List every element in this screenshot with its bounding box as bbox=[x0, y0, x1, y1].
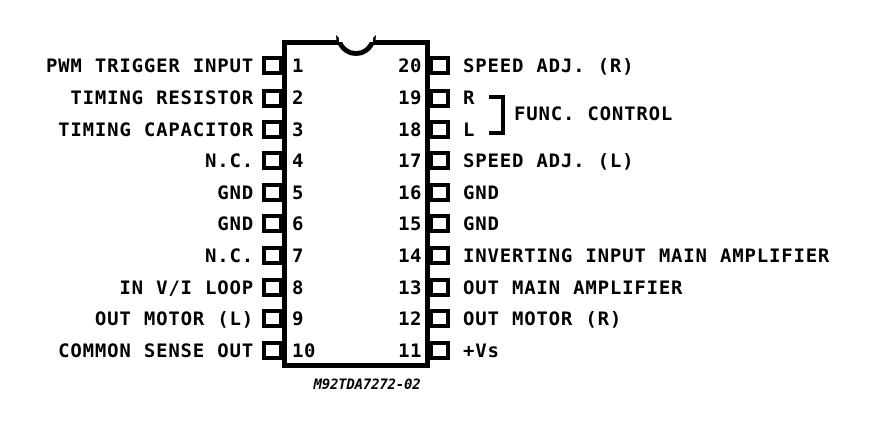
pin-label-11: +Vs bbox=[463, 340, 500, 362]
part-marking-caption: M92TDA7272-02 bbox=[313, 377, 421, 393]
pin-label-5: GND bbox=[217, 182, 254, 204]
pin-stub-16 bbox=[429, 183, 450, 202]
pin-number-16: 16 bbox=[398, 182, 422, 204]
pin-number-20: 20 bbox=[398, 55, 422, 77]
pin-stub-17 bbox=[429, 151, 450, 170]
pin-number-12: 12 bbox=[398, 308, 422, 330]
pin-stub-11 bbox=[429, 341, 450, 360]
func-control-bracket bbox=[489, 95, 505, 135]
pin-number-8: 8 bbox=[292, 277, 304, 299]
pin-label-17: SPEED ADJ. (L) bbox=[463, 150, 635, 172]
pin-label-4: N.C. bbox=[205, 150, 254, 172]
pin-number-11: 11 bbox=[398, 340, 422, 362]
pin-label-2: TIMING RESISTOR bbox=[70, 87, 254, 109]
pin-number-2: 2 bbox=[292, 87, 304, 109]
pin-label-1: PWM TRIGGER INPUT bbox=[45, 55, 254, 77]
pin-stub-4 bbox=[262, 151, 283, 170]
pin-stub-12 bbox=[429, 309, 450, 328]
pin-stub-8 bbox=[262, 278, 283, 297]
pin-label-15: GND bbox=[463, 213, 500, 235]
pin-stub-14 bbox=[429, 246, 450, 265]
chip-notch-mask bbox=[339, 33, 373, 42]
pin-number-7: 7 bbox=[292, 245, 304, 267]
pin-number-3: 3 bbox=[292, 119, 304, 141]
pin-label-7: N.C. bbox=[205, 245, 254, 267]
pin-number-14: 14 bbox=[398, 245, 422, 267]
pin-number-18: 18 bbox=[398, 119, 422, 141]
pin-number-17: 17 bbox=[398, 150, 422, 172]
pin-number-9: 9 bbox=[292, 308, 304, 330]
func-control-label: FUNC. CONTROL bbox=[514, 103, 674, 125]
pin-stub-10 bbox=[262, 341, 283, 360]
pin-label-13: OUT MAIN AMPLIFIER bbox=[463, 277, 684, 299]
pin-stub-2 bbox=[262, 89, 283, 108]
pin-number-1: 1 bbox=[292, 55, 304, 77]
pin-stub-6 bbox=[262, 214, 283, 233]
pin-label-16: GND bbox=[463, 182, 500, 204]
pin-stub-15 bbox=[429, 214, 450, 233]
pin-stub-18 bbox=[429, 120, 450, 139]
pin-stub-19 bbox=[429, 89, 450, 108]
pin-stub-3 bbox=[262, 120, 283, 139]
chip-body-outline bbox=[282, 40, 430, 368]
pin-label-9: OUT MOTOR (L) bbox=[94, 308, 254, 330]
pin-label-3: TIMING CAPACITOR bbox=[58, 119, 254, 141]
pin-stub-9 bbox=[262, 309, 283, 328]
pin-label-10: COMMON SENSE OUT bbox=[58, 340, 254, 362]
pin-number-15: 15 bbox=[398, 213, 422, 235]
pin-number-4: 4 bbox=[292, 150, 304, 172]
pin-number-13: 13 bbox=[398, 277, 422, 299]
pin-label-19: R bbox=[463, 87, 476, 109]
pin-stub-20 bbox=[429, 56, 450, 75]
pin-label-12: OUT MOTOR (R) bbox=[463, 308, 623, 330]
pin-stub-5 bbox=[262, 183, 283, 202]
pin-stub-7 bbox=[262, 246, 283, 265]
pin-label-14: INVERTING INPUT MAIN AMPLIFIER bbox=[463, 245, 831, 267]
pin-stub-1 bbox=[262, 56, 283, 75]
pin-number-10: 10 bbox=[292, 340, 316, 362]
pin-number-6: 6 bbox=[292, 213, 304, 235]
pin-label-18: L bbox=[463, 119, 476, 141]
pin-label-20: SPEED ADJ. (R) bbox=[463, 55, 635, 77]
pin-number-5: 5 bbox=[292, 182, 304, 204]
pin-label-8: IN V/I LOOP bbox=[119, 277, 254, 299]
pin-label-6: GND bbox=[217, 213, 254, 235]
pin-number-19: 19 bbox=[398, 87, 422, 109]
pin-stub-13 bbox=[429, 278, 450, 297]
